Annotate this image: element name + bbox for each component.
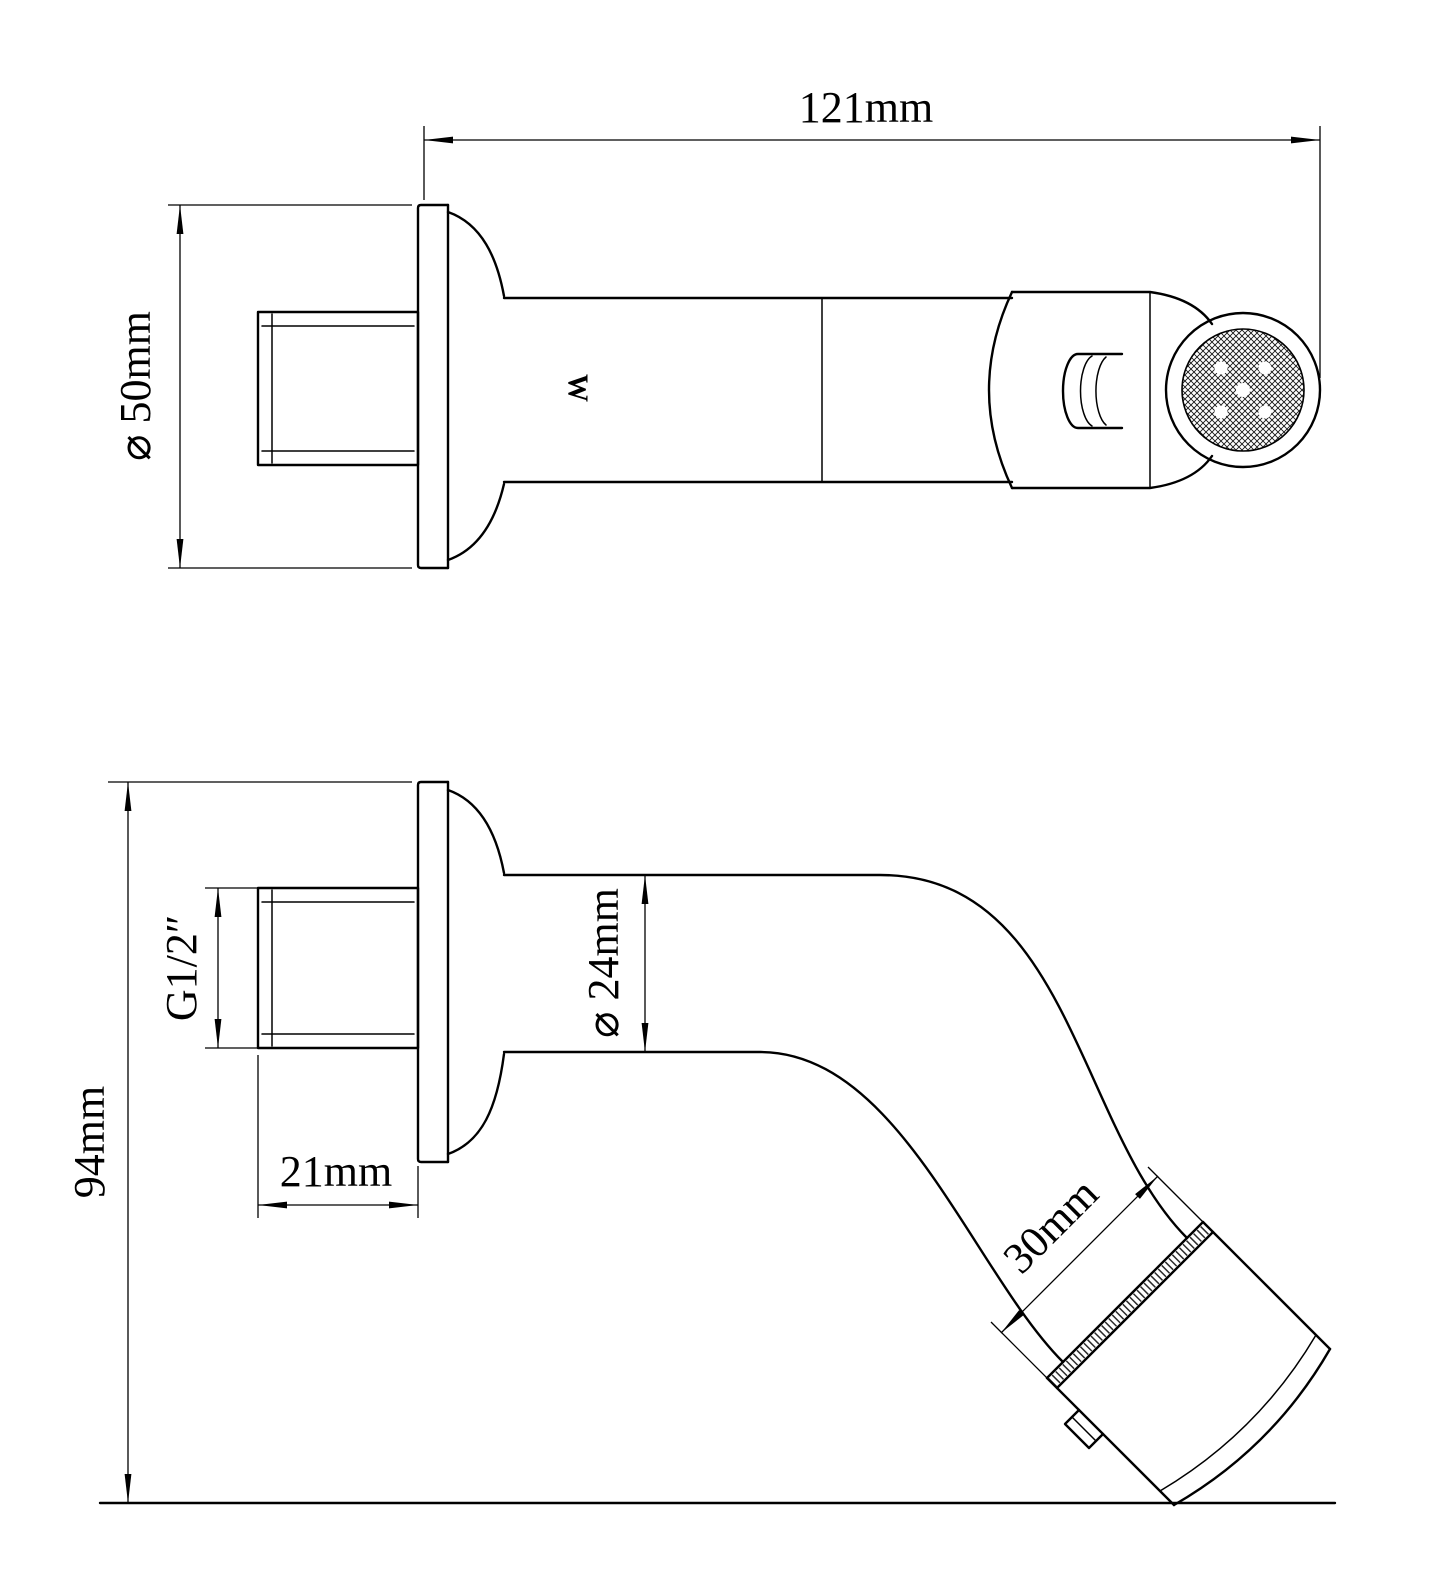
dim-label-121mm: 121mm [799,83,933,132]
flange-bell-bottom [446,482,506,562]
inlet-pipe-side [256,886,420,1050]
head-seam-hatch [1048,1223,1212,1387]
flange-bell-top [446,210,506,298]
inlet-pipe-outline [256,886,420,1050]
dim-label-24mm: ⌀ 24mm [579,888,628,1038]
dim-inlet-thread: G1/2″ [157,887,258,1049]
dim-label-21mm: 21mm [280,1147,392,1196]
head-seam-line [1055,1230,1215,1390]
side-clip [1063,1408,1105,1450]
dim-flange-diameter: ⌀ 50mm [111,204,412,569]
wall-flange-side [416,780,506,1164]
dim-tube-diameter: ⌀ 24mm [579,875,649,1052]
dim-label-94mm: 94mm [65,1086,114,1198]
side-knob-top [1061,352,1124,430]
aerator-hole [1214,405,1228,419]
inlet-pipe-outline [256,310,420,467]
dim-label-30mm: 30mm [994,1169,1108,1283]
dim-label-g12: G1/2″ [157,915,206,1021]
aerator-face [1164,311,1322,469]
dim-overall-length: 121mm [423,83,1321,378]
aerator-outer-ring [1164,311,1322,469]
head-back-arc [987,290,1014,490]
flange-bell-top [446,788,506,875]
dim-label-50mm: ⌀ 50mm [111,311,160,461]
aerator-hole [1214,361,1228,375]
dim-overall-height: 94mm [65,781,412,1503]
head-end-face [1172,1347,1332,1507]
wall-flange-top [416,203,506,570]
body-mark-w: W [562,374,593,402]
side-view [98,780,1337,1507]
aerator-hole [1258,361,1272,375]
flange-bell-bottom [446,1052,506,1156]
spout-head-top [987,290,1322,490]
top-view: W [256,203,1322,570]
aerator-hole [1258,405,1272,419]
spout-head-side [1045,1220,1332,1507]
inlet-pipe-top [256,310,420,467]
dim-head-diameter: 30mm [990,1166,1243,1418]
dim-inlet-length: 21mm [257,1055,419,1218]
aerator-hole [1236,383,1250,397]
head-aerator-line [1159,1334,1317,1492]
head-seam-line [1045,1220,1205,1380]
spout-tube-top [502,296,1014,484]
tube-inner-curve [502,1050,1065,1364]
